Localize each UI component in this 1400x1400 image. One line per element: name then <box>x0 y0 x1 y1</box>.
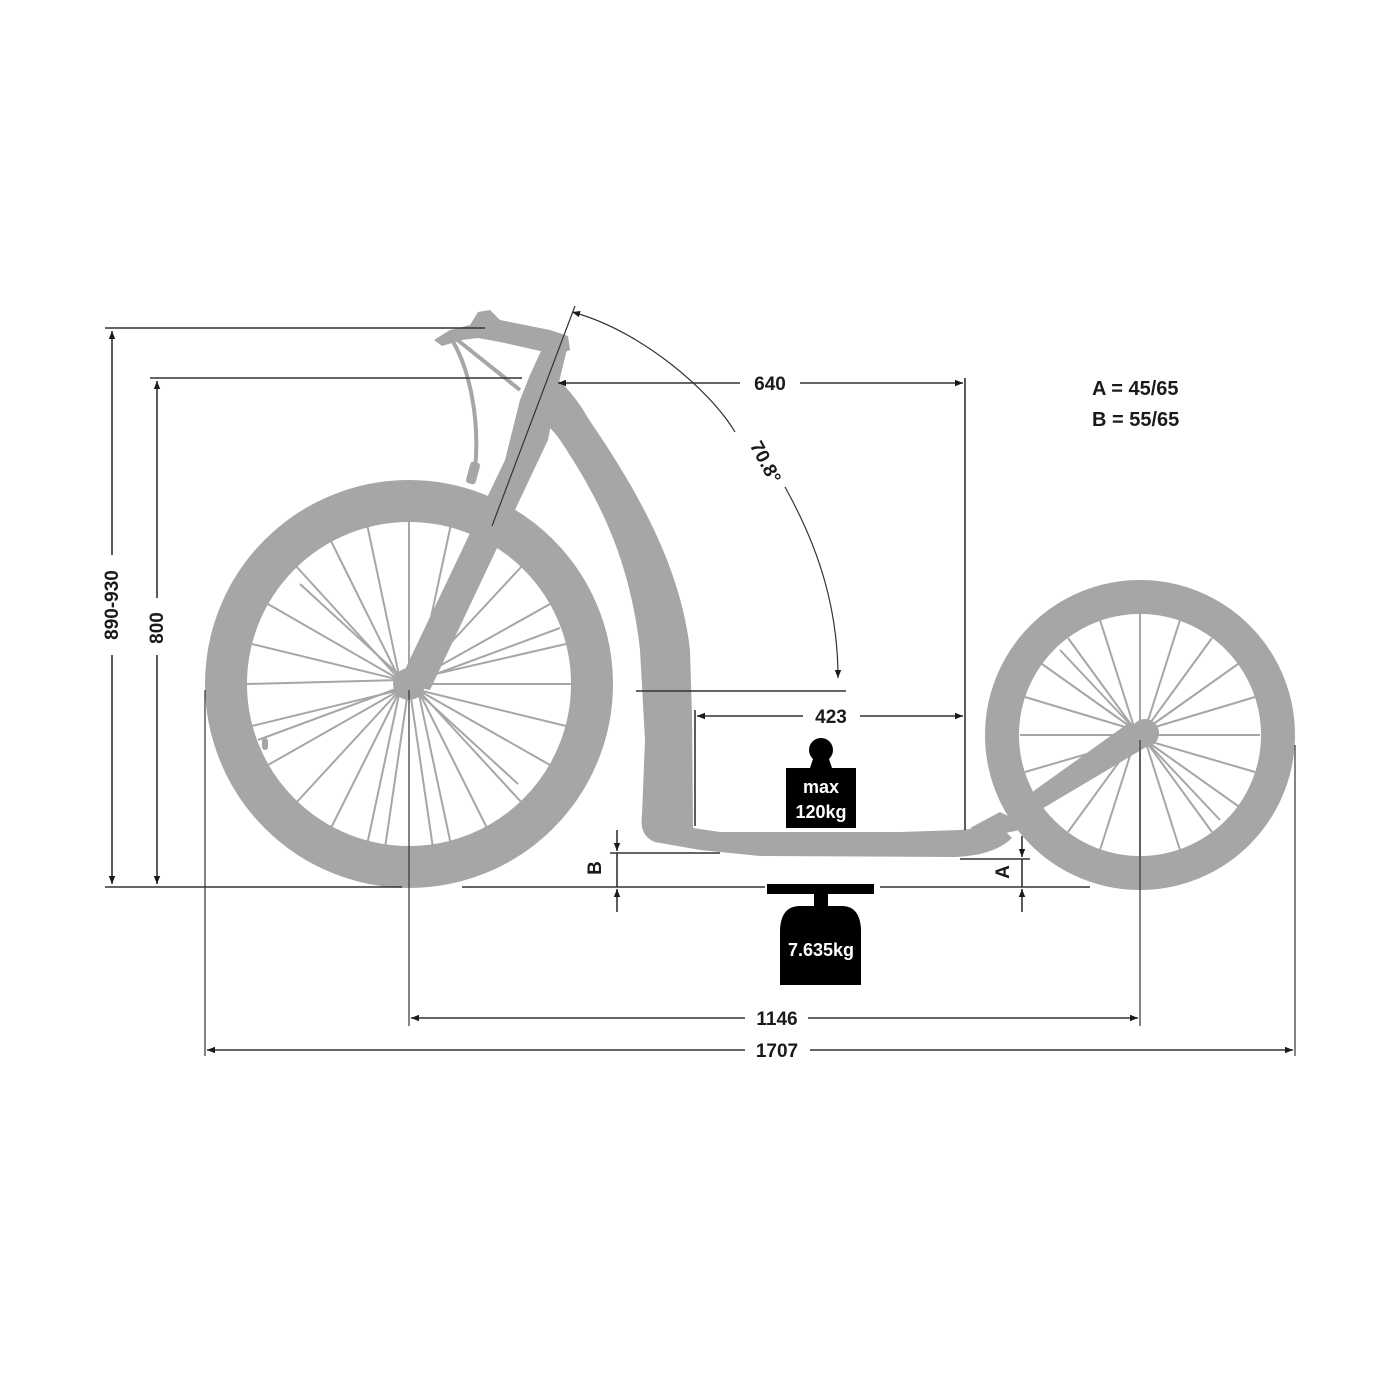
brake-cable <box>450 338 479 471</box>
angle-arc-bottom <box>784 486 842 679</box>
angle-arc-top <box>571 310 736 433</box>
max-load-line1: max <box>803 777 839 797</box>
label-head-angle: 70.8° <box>745 438 784 487</box>
legend-b: B = 55/65 <box>1092 409 1179 431</box>
brake-cable-2 <box>453 336 522 392</box>
max-load-line2: 120kg <box>795 802 846 822</box>
scooter-weight-label: 7.635kg <box>788 940 854 960</box>
legend: A = 45/65 B = 55/65 <box>1092 378 1179 431</box>
max-load-weight-icon: max 120kg <box>786 738 856 828</box>
label-handlebar-height: 890-930 <box>102 570 123 640</box>
label-clearance-b: B <box>585 861 606 875</box>
frame-and-deck <box>520 372 1012 857</box>
steering-axis-line <box>491 305 576 527</box>
label-headtube-height: 800 <box>147 612 168 644</box>
dimension-lines <box>105 305 1296 1056</box>
label-640: 640 <box>754 374 786 395</box>
label-1146: 1146 <box>756 1009 797 1030</box>
scooter-weight-scale-icon: 7.635kg <box>767 884 874 985</box>
brake-caliper <box>465 461 481 485</box>
front-valve <box>262 738 268 750</box>
label-1707: 1707 <box>756 1041 798 1062</box>
legend-a: A = 45/65 <box>1092 378 1179 400</box>
handlebar <box>434 310 570 355</box>
rear-stay <box>985 722 1158 836</box>
label-clearance-a: A <box>993 865 1014 879</box>
label-423: 423 <box>815 707 847 728</box>
head-tube-fork <box>398 340 568 690</box>
